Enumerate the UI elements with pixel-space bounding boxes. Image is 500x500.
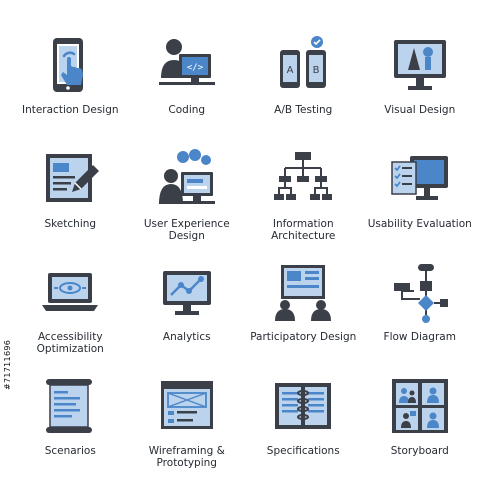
- icon-tile: Sketching: [12, 146, 129, 260]
- analytics-monitor-icon: [162, 271, 211, 315]
- sitemap-icon: [274, 151, 333, 200]
- touch-tablet-icon: [53, 38, 84, 92]
- icon-tile: Information Architecture: [245, 146, 362, 260]
- svg-text:</>: </>: [187, 63, 204, 73]
- tile-label: Participatory Design: [250, 331, 357, 343]
- icon-tile: Visual Design: [362, 32, 479, 146]
- tile-label: Accessibility Optimization: [36, 331, 104, 355]
- tile-label: Usability Evaluation: [367, 217, 472, 230]
- icon-tile: Specifications: [245, 373, 362, 487]
- open-binder-icon: [275, 382, 332, 429]
- tile-label: Information Architecture: [271, 217, 336, 242]
- tile-label: Analytics: [162, 331, 211, 343]
- icon-grid: Interaction Design </> Coding A B A/B Te…: [12, 32, 478, 486]
- tile-label: Sketching: [44, 217, 97, 230]
- icon-tile: Storyboard: [362, 373, 479, 487]
- user-experience-icon: [158, 148, 215, 204]
- developer-monitor-icon: </>: [158, 39, 215, 85]
- tile-label: Visual Design: [384, 104, 456, 116]
- icon-tile: Analytics: [129, 259, 246, 373]
- sketch-pad-pencil-icon: [46, 153, 100, 202]
- tile-label: A/B Testing: [274, 104, 333, 116]
- icon-tile: Participatory Design: [245, 259, 362, 373]
- icon-tile: A B A/B Testing: [245, 32, 362, 146]
- scroll-document-icon: [46, 378, 93, 433]
- storyboard-icon: [391, 378, 448, 433]
- tile-label: Storyboard: [390, 444, 449, 457]
- tile-label: Wireframing & Prototyping: [148, 444, 225, 469]
- tile-label: Scenarios: [44, 444, 96, 457]
- flowchart-icon: [393, 264, 448, 323]
- ab-phones-icon: A B: [280, 36, 327, 88]
- checklist-monitor-icon: [391, 155, 448, 200]
- svg-text:A: A: [287, 65, 294, 76]
- icon-tile: Accessibility Optimization: [12, 259, 129, 373]
- icon-tile: Flow Diagram: [362, 259, 479, 373]
- icon-tile: Wireframing & Prototyping: [129, 373, 246, 487]
- tile-label: Specifications: [266, 444, 340, 457]
- tile-label: Interaction Design: [21, 104, 119, 116]
- stock-id-watermark: #71711696: [3, 339, 12, 390]
- presentation-board-icon: [275, 265, 332, 321]
- tile-label: Coding: [168, 104, 206, 116]
- tile-label: Flow Diagram: [383, 331, 456, 343]
- design-monitor-icon: [393, 40, 446, 90]
- icon-tile: Scenarios: [12, 373, 129, 487]
- icon-tile: </> Coding: [129, 32, 246, 146]
- svg-text:B: B: [313, 65, 320, 76]
- icon-tile: Usability Evaluation: [362, 146, 479, 260]
- icon-tile: User Experience Design: [129, 146, 246, 260]
- accessibility-laptop-icon: [42, 273, 99, 311]
- tile-label: User Experience Design: [143, 217, 230, 242]
- wireframe-icon: [160, 380, 213, 429]
- icon-tile: Interaction Design: [12, 32, 129, 146]
